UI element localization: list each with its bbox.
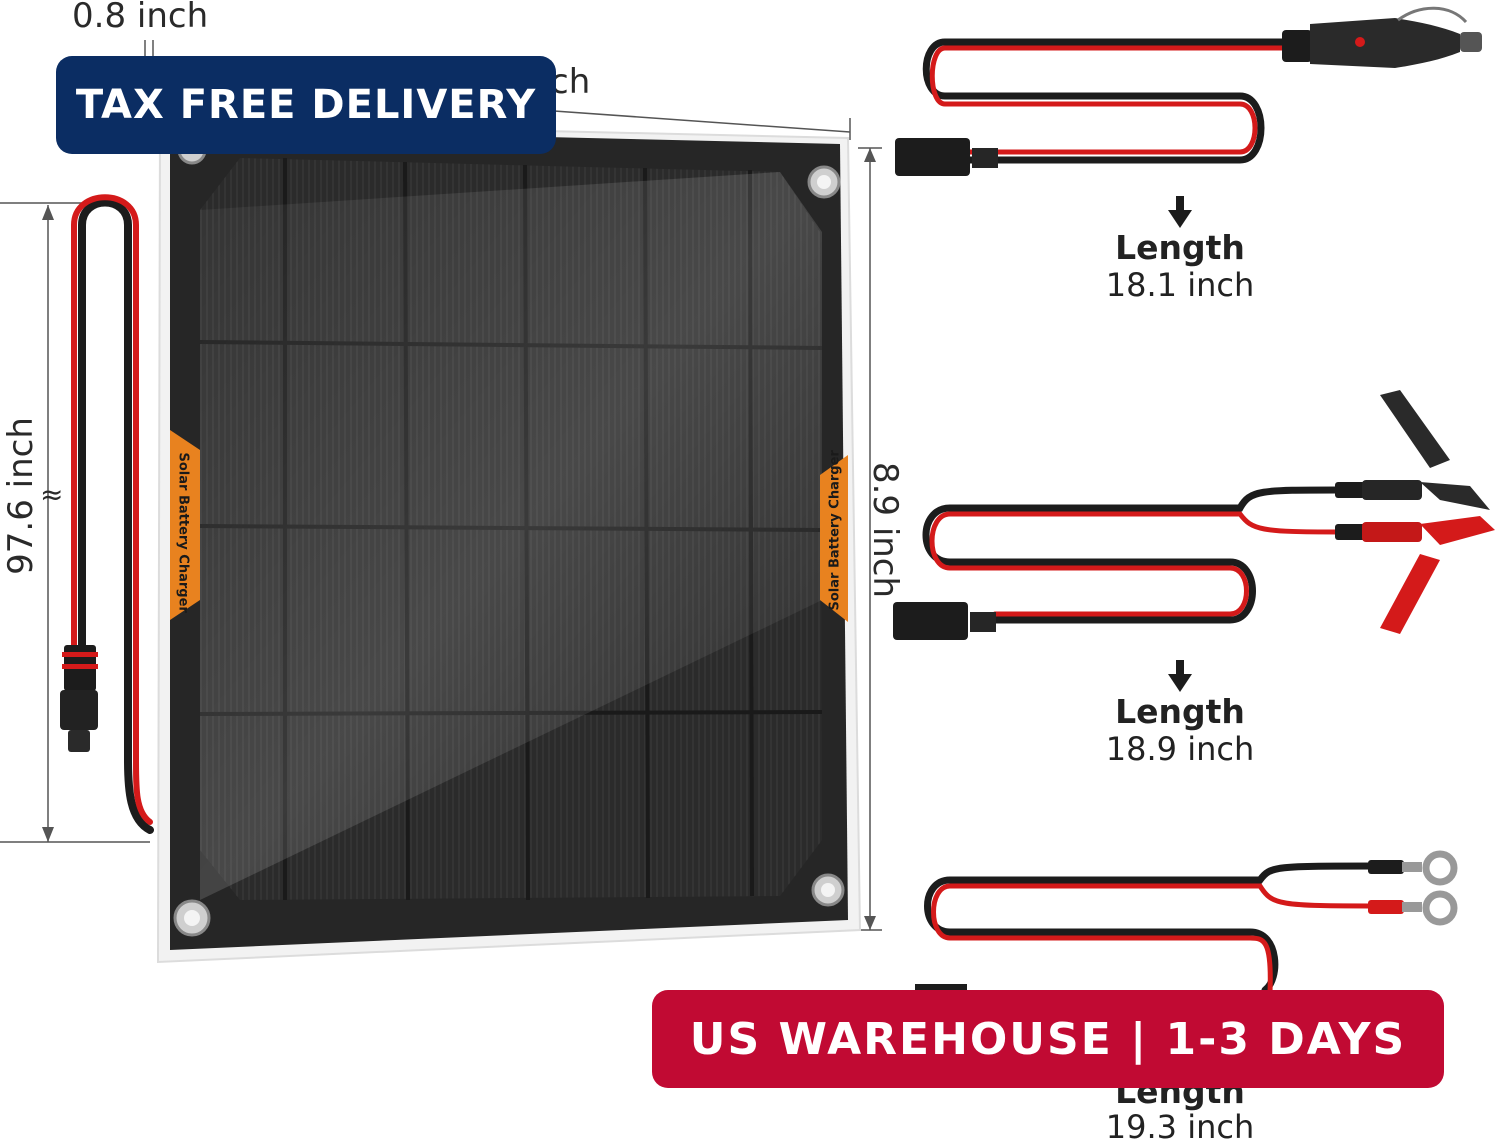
panel-side-label-right: Solar Battery Charger	[827, 450, 843, 611]
cable-cigarette-lighter	[922, 38, 1304, 164]
sae-connector-2	[893, 602, 996, 640]
width-label-partial: ch	[550, 62, 591, 102]
panel-side-label-left: Solar Battery Charger	[175, 452, 191, 613]
dimension-lines	[0, 40, 882, 931]
cable-ring-terminals	[924, 862, 1384, 995]
cable-length-label: 97.6 inch	[1, 417, 41, 575]
solar-panel	[156, 120, 862, 964]
tax-free-delivery-banner: TAX FREE DELIVERY	[56, 56, 556, 154]
alligator-clip-red	[1335, 516, 1495, 634]
cable-3-length-value: 19.3 inch	[1105, 1108, 1255, 1146]
sae-connector-3	[915, 984, 967, 992]
thickness-label: 0.8 inch	[72, 0, 209, 36]
cable-1-length-title: Length	[1115, 228, 1245, 267]
ring-terminal-red	[1368, 890, 1458, 926]
height-label: 8.9 inch	[865, 461, 905, 599]
break-mark: ≈	[40, 478, 64, 511]
sae-connector-left	[60, 645, 98, 752]
alligator-clip-black	[1335, 390, 1490, 510]
cable-1-length-value: 18.1 inch	[1105, 266, 1255, 304]
panel-output-cable	[71, 194, 154, 834]
length-arrow-icons	[1168, 196, 1192, 692]
cable-2-length-title: Length	[1115, 692, 1245, 731]
us-warehouse-banner: US WAREHOUSE | 1-3 DAYS	[652, 990, 1444, 1088]
cable-2-length-value: 18.9 inch	[1105, 730, 1255, 768]
sae-connector-1	[895, 138, 998, 176]
cigarette-lighter-plug	[1282, 6, 1482, 68]
cable-alligator-clips	[922, 486, 1344, 624]
ring-terminal-black	[1368, 850, 1458, 886]
